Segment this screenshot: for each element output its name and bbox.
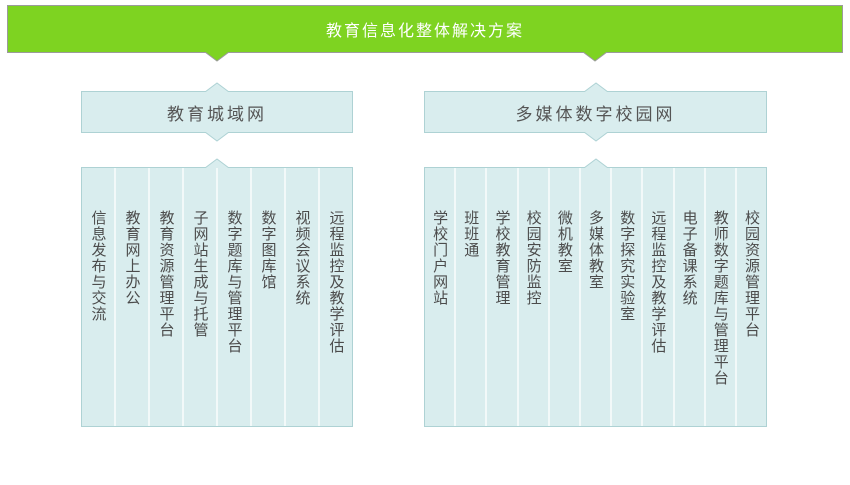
solution-item-column: 校园安防监控 <box>519 168 550 426</box>
solution-item-label: 教育资源管理平台 <box>157 210 175 338</box>
solution-item-label: 信息发布与交流 <box>89 210 107 322</box>
branch-header-metro-network: 教育城域网 <box>81 82 353 142</box>
solution-item-label: 视频会议系统 <box>293 210 311 306</box>
solution-item-label: 校园安防监控 <box>524 210 542 306</box>
connector-arrow-down-icon <box>583 132 608 142</box>
solution-item-label: 数字图库馆 <box>259 210 277 290</box>
solution-item-column: 信息发布与交流 <box>82 168 116 426</box>
solution-item-column: 教育资源管理平台 <box>150 168 184 426</box>
solution-item-label: 远程监控及教学评估 <box>327 210 345 354</box>
connector-arrow-up-icon <box>205 82 229 92</box>
solution-item-column: 多媒体教室 <box>581 168 613 426</box>
solution-item-label: 多媒体教室 <box>587 210 605 290</box>
solution-item-label: 学校教育管理 <box>493 210 511 306</box>
solution-item-label: 教师数字题库与管理平台 <box>711 210 729 386</box>
solution-item-column: 电子备课系统 <box>675 168 706 426</box>
solution-item-column: 教育网上办公 <box>116 168 150 426</box>
solution-item-column: 学校教育管理 <box>487 168 519 426</box>
solution-item-column: 数字探究实验室 <box>612 168 644 426</box>
solution-item-label: 微机教室 <box>555 210 573 274</box>
branch-header-label: 多媒体数字校园网 <box>515 104 676 124</box>
item-group-metro-network: 信息发布与交流 教育网上办公 教育资源管理平台 子网站生成与托管 数字题库与管理… <box>81 158 353 427</box>
solution-item-label: 数字探究实验室 <box>618 210 636 322</box>
solution-item-column: 班班通 <box>456 168 488 426</box>
solution-item-column: 子网站生成与托管 <box>184 168 218 426</box>
solution-item-label: 数字题库与管理平台 <box>225 210 243 354</box>
solution-item-column: 远程监控及教学评估 <box>320 168 352 426</box>
solution-item-label: 教育网上办公 <box>123 210 141 306</box>
solution-item-column: 学校门户网站 <box>425 168 457 426</box>
solution-item-column: 视频会议系统 <box>286 168 320 426</box>
solution-item-column: 教师数字题库与管理平台 <box>706 168 737 426</box>
connector-arrow-up-icon <box>205 158 229 168</box>
solution-item-label: 班班通 <box>462 210 480 258</box>
connector-arrow-up-icon <box>583 82 608 92</box>
connector-arrow-down-icon <box>205 132 229 142</box>
connector-arrow-down-icon <box>205 52 229 62</box>
page-title: 教育信息化整体解决方案 <box>325 23 524 40</box>
branch-header-campus-network: 多媒体数字校园网 <box>424 82 767 142</box>
solution-item-column: 校园资源管理平台 <box>737 168 766 426</box>
solution-item-label: 远程监控及教学评估 <box>649 210 667 354</box>
solution-item-label: 学校门户网站 <box>431 210 449 306</box>
solution-item-label: 子网站生成与托管 <box>191 210 209 338</box>
item-group-campus-network: 学校门户网站 班班通 学校教育管理 校园安防监控 微机教室 多媒体教室 数字探究… <box>424 158 767 427</box>
main-title-banner: 教育信息化整体解决方案 <box>7 5 843 62</box>
solution-item-column: 数字图库馆 <box>252 168 286 426</box>
solution-item-column: 远程监控及教学评估 <box>643 168 675 426</box>
solution-item-column: 微机教室 <box>550 168 581 426</box>
solution-item-label: 校园资源管理平台 <box>742 210 760 338</box>
solution-item-label: 电子备课系统 <box>680 210 698 306</box>
connector-arrow-up-icon <box>583 158 608 168</box>
branch-header-label: 教育城域网 <box>167 104 267 124</box>
solution-item-column: 数字题库与管理平台 <box>218 168 252 426</box>
connector-arrow-down-icon <box>583 52 607 62</box>
